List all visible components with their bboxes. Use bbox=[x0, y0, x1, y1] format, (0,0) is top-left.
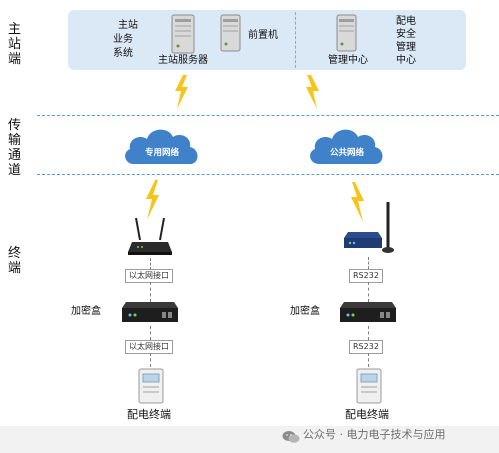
connector-line bbox=[150, 258, 151, 270]
connector-line bbox=[150, 353, 151, 367]
distribution-terminal-label-left: 配电终端 bbox=[127, 408, 171, 421]
business-system-line-2: 业务 bbox=[113, 34, 133, 45]
lightning-icon bbox=[306, 75, 319, 109]
rs232-port-label-bottom: RS232 bbox=[349, 340, 383, 354]
business-system-line-3: 系统 bbox=[113, 48, 133, 59]
private-network-cloud: 专用网络 bbox=[125, 129, 198, 164]
router-icon bbox=[128, 217, 172, 255]
distribution-terminal-label-right: 配电终端 bbox=[345, 408, 389, 421]
security-center-line-3: 管理 bbox=[396, 42, 416, 53]
wechat-icon bbox=[282, 431, 300, 443]
connector-line bbox=[368, 257, 369, 269]
management-server-icon bbox=[336, 14, 357, 52]
main-server-icon bbox=[171, 14, 195, 54]
ethernet-port-label-bottom: 以太网接口 bbox=[125, 340, 173, 354]
security-center-line-1: 配电 bbox=[396, 16, 416, 27]
private-network-label: 专用网络 bbox=[145, 147, 180, 158]
connector-line bbox=[150, 326, 151, 340]
master-station-panel bbox=[68, 10, 466, 70]
front-machine-label: 前置机 bbox=[248, 30, 278, 41]
encryption-box-label-right: 加密盒 bbox=[290, 306, 320, 317]
business-system-line-1: 主站 bbox=[118, 20, 138, 31]
distribution-terminal-meter-icon bbox=[356, 368, 382, 404]
ethernet-port-label-top: 以太网接口 bbox=[125, 269, 173, 283]
encryption-box-icon bbox=[340, 302, 396, 322]
distribution-terminal-meter-icon bbox=[138, 368, 164, 404]
separator-line bbox=[37, 115, 499, 116]
lightning-icon bbox=[146, 180, 159, 220]
watermark-bar bbox=[0, 426, 499, 453]
transmission-channel-label: 传输通道 bbox=[8, 118, 22, 178]
encryption-box-icon bbox=[122, 302, 178, 322]
connector-line bbox=[368, 282, 369, 302]
security-center-line-4: 中心 bbox=[396, 55, 416, 66]
rs232-port-label-top: RS232 bbox=[349, 269, 383, 283]
connector-line bbox=[150, 282, 151, 302]
security-center-line-2: 安全 bbox=[396, 29, 416, 40]
public-network-cloud: 公共网络 bbox=[310, 129, 383, 164]
lightning-icon bbox=[175, 75, 188, 109]
master-panel-divider bbox=[295, 12, 296, 68]
master-station-label: 主站端 bbox=[8, 22, 22, 67]
separator-line bbox=[37, 174, 499, 175]
front-server-icon bbox=[220, 14, 241, 52]
connector-line bbox=[368, 326, 369, 340]
main-server-label: 主站服务器 bbox=[158, 55, 208, 66]
lightning-icon bbox=[351, 182, 364, 222]
encryption-box-label-left: 加密盒 bbox=[71, 306, 101, 317]
terminal-label: 终端 bbox=[8, 246, 22, 276]
watermark-text: 公众号 · 电力电子技术与应用 bbox=[303, 428, 446, 441]
dtu-antenna-icon bbox=[344, 202, 394, 253]
connector-line bbox=[368, 353, 369, 367]
management-center-label: 管理中心 bbox=[328, 55, 368, 66]
public-network-label: 公共网络 bbox=[330, 147, 365, 158]
